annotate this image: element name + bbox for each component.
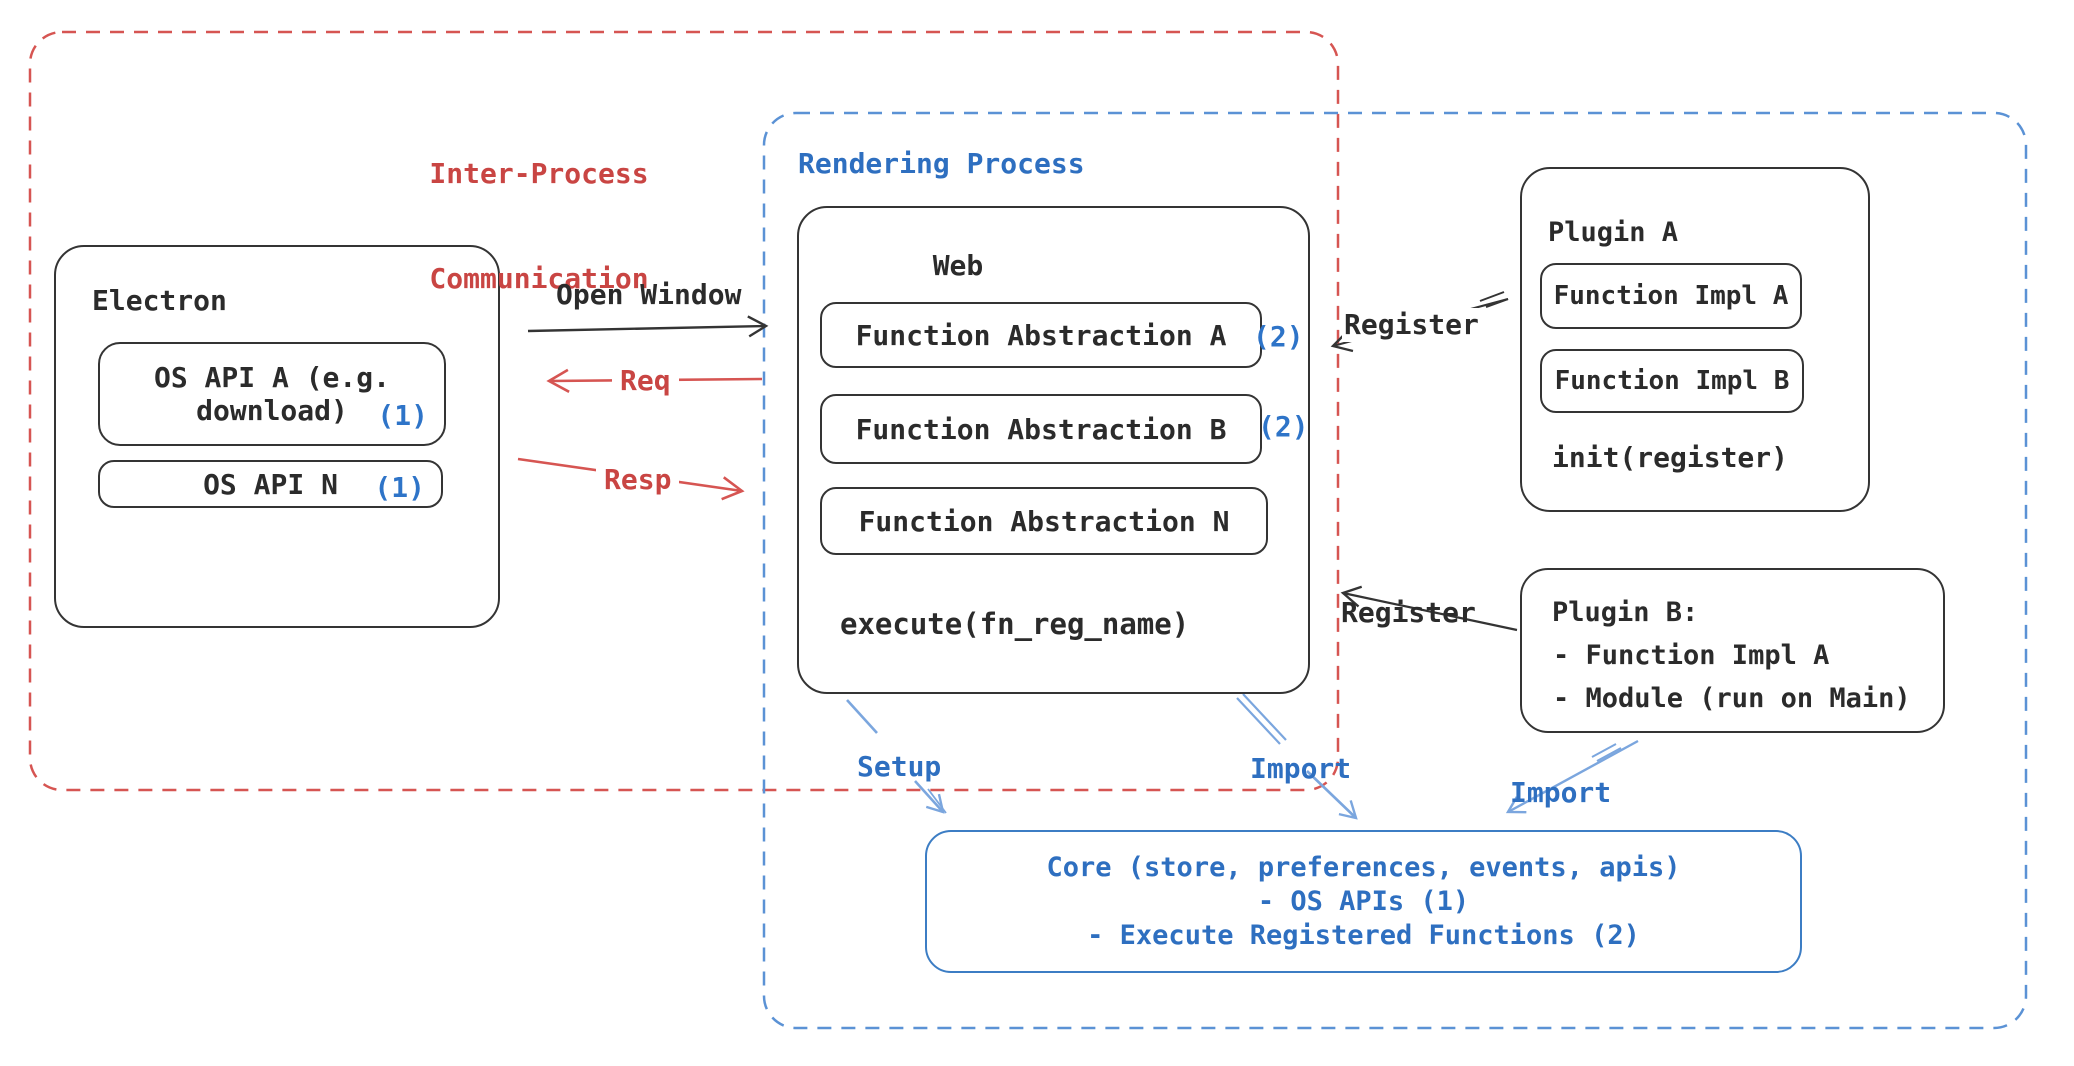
setup-label: Setup [857, 750, 942, 783]
function-abstraction-b-label: Function Abstraction B [855, 412, 1227, 446]
register-top-tail-ticks [1479, 291, 1509, 308]
ipc-title-line1: Inter-Process [429, 157, 649, 190]
plugin-a-title: Plugin A [1548, 217, 1679, 248]
register-bottom-label: Register [1341, 596, 1476, 629]
function-abstraction-b-box: Function Abstraction B [820, 394, 1262, 464]
import-plugin-b-tail-ticks [1591, 743, 1622, 762]
resp-label: Resp [596, 463, 680, 497]
setup-arrow-lower [914, 780, 945, 814]
rendering-region-title: Rendering Process [798, 147, 1085, 180]
import-plugin-b-label: Import [1510, 776, 1612, 809]
plugin-a-init-label: init(register) [1552, 441, 1789, 474]
plugin-b-item-function-impl-a: - Function Impl A [1553, 640, 1830, 671]
register-top-label: Register [1342, 308, 1481, 342]
function-abstraction-n-box: Function Abstraction N [820, 487, 1268, 555]
function-abstraction-a-label: Function Abstraction A [855, 318, 1227, 352]
core-line2: - OS APIs (1) [1257, 885, 1470, 917]
function-impl-b-box: Function Impl B [1540, 349, 1804, 413]
import-web-label: Import [1250, 752, 1352, 785]
web-title: Web [932, 249, 984, 282]
function-abstraction-a-badge: (2) [1253, 320, 1304, 353]
function-impl-a-label: Function Impl A [1553, 281, 1789, 311]
plugin-b-item-module: - Module (run on Main) [1553, 683, 1911, 714]
electron-title: Electron [92, 284, 227, 317]
setup-arrow-sketch-stroke [927, 788, 947, 814]
os-api-n-box: OS API N (1) [98, 460, 443, 508]
os-api-n-label: OS API N [203, 467, 338, 501]
core-line1: Core (store, preferences, events, apis) [1046, 851, 1681, 883]
open-window-label: Open Window [556, 278, 742, 311]
core-box: Core (store, preferences, events, apis) … [925, 830, 1802, 973]
setup-arrow-upper [846, 699, 878, 734]
function-impl-b-label: Function Impl B [1554, 366, 1790, 396]
execute-label: execute(fn_reg_name) [840, 607, 1190, 641]
os-api-a-line1: OS API A (e.g. [153, 361, 390, 394]
os-api-a-badge: (1) [377, 399, 428, 432]
os-api-a-box: OS API A (e.g. download) (1) [98, 342, 446, 446]
import-web-arrow-upper [1236, 693, 1287, 745]
core-line3: - Execute Registered Functions (2) [1087, 919, 1640, 951]
function-abstraction-a-box: Function Abstraction A [820, 302, 1262, 368]
os-api-n-badge: (1) [374, 471, 425, 504]
ipc-region-title: Inter-Process Communication [398, 86, 680, 366]
req-label: Req [612, 364, 679, 398]
function-abstraction-n-label: Function Abstraction N [858, 504, 1230, 538]
plugin-b-title: Plugin B: [1552, 597, 1699, 628]
function-abstraction-b-badge: (2) [1258, 410, 1309, 443]
function-impl-a-box: Function Impl A [1540, 263, 1802, 329]
os-api-a-line2: download) [196, 394, 348, 427]
